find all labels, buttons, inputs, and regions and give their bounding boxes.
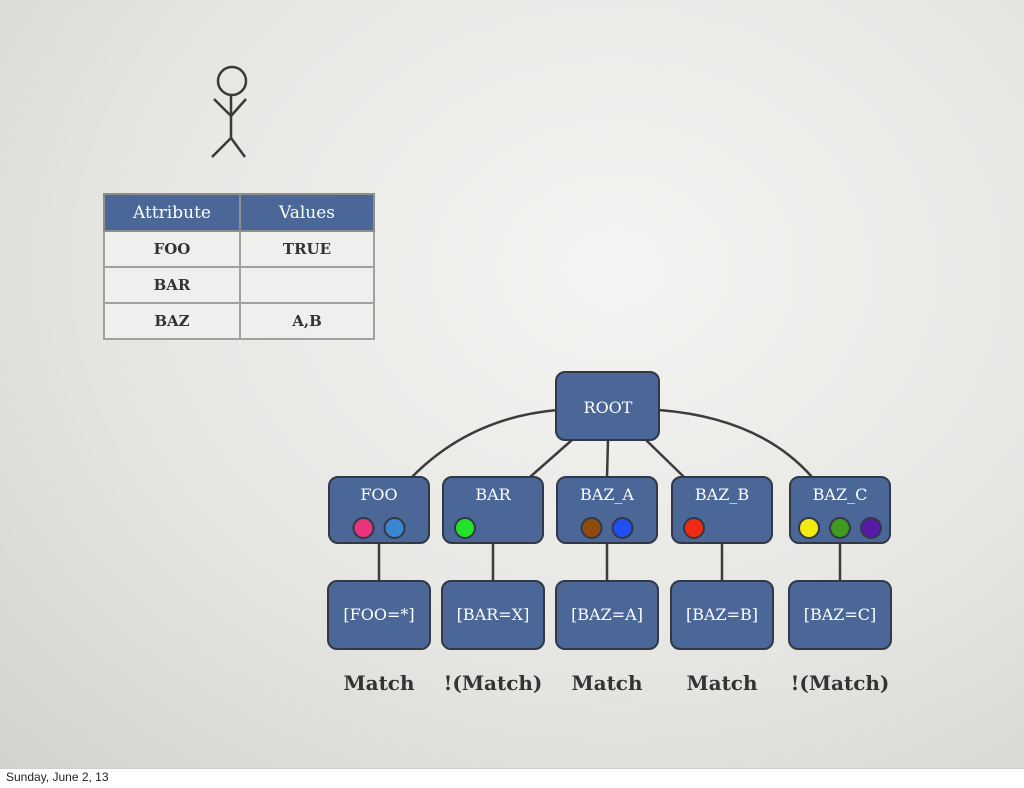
tree-node: BAZ_A bbox=[556, 476, 658, 544]
stick-figure-icon bbox=[211, 65, 248, 158]
leaf-label: [BAZ=C] bbox=[804, 605, 877, 624]
slide: ROOT FOO [FOO=*] Match BAR [BAR=X] !(Match) BA… bbox=[0, 0, 1024, 769]
table-header-row: Attribute Values bbox=[103, 193, 375, 232]
node-label: FOO bbox=[360, 485, 397, 504]
leaf-box bbox=[555, 580, 659, 650]
footer-date: Sunday, June 2, 13 bbox=[6, 770, 109, 784]
table-row: BAZ A,B bbox=[103, 302, 375, 340]
color-dot bbox=[798, 517, 820, 539]
attribute-table: Attribute Values FOO TRUE BAR BAZ A,B bbox=[103, 193, 375, 340]
color-dot bbox=[829, 517, 851, 539]
tree-node: BAZ_B bbox=[671, 476, 773, 544]
node-label: BAZ_C bbox=[813, 485, 868, 504]
edge-root-to-node bbox=[658, 408, 813, 478]
table-row: FOO TRUE bbox=[103, 230, 375, 268]
leaf-label: [BAZ=A] bbox=[571, 605, 643, 624]
edge-root-to-node bbox=[529, 439, 573, 478]
leaf-box bbox=[788, 580, 892, 650]
leaf-box bbox=[327, 580, 431, 650]
node-label: BAZ_A bbox=[580, 485, 634, 504]
leaf-node: [BAZ=C] bbox=[788, 580, 892, 650]
diagram-canvas: ROOT FOO [FOO=*] Match BAR [BAR=X] !(Match) BA… bbox=[211, 65, 892, 695]
tree-node: BAZ_C bbox=[789, 476, 891, 544]
match-result-label: !(Match) bbox=[444, 671, 543, 695]
color-dot bbox=[611, 517, 634, 539]
cell-attribute: BAR bbox=[103, 266, 241, 304]
tree-node: FOO bbox=[328, 476, 430, 544]
color-dot bbox=[383, 517, 406, 539]
node-label: BAZ_B bbox=[695, 485, 749, 504]
color-dot bbox=[683, 517, 705, 539]
tree-node: BAR bbox=[442, 476, 544, 544]
leaf-node: [BAR=X] bbox=[441, 580, 545, 650]
match-result-label: Match bbox=[686, 671, 758, 695]
leaf-label: [FOO=*] bbox=[343, 605, 414, 624]
node-label: BAR bbox=[475, 485, 511, 504]
cell-value: TRUE bbox=[239, 230, 375, 268]
leaf-node: [BAZ=A] bbox=[555, 580, 659, 650]
color-dot bbox=[352, 517, 375, 539]
leaf-label: [BAR=X] bbox=[457, 605, 530, 624]
cell-attribute: FOO bbox=[103, 230, 241, 268]
color-dot bbox=[860, 517, 882, 539]
edge-root-to-node bbox=[645, 439, 685, 478]
cell-value: A,B bbox=[239, 302, 375, 340]
header-attribute: Attribute bbox=[103, 193, 241, 232]
leaf-box bbox=[441, 580, 545, 650]
leaf-label: [BAZ=B] bbox=[686, 605, 758, 624]
match-result-label: Match bbox=[343, 671, 415, 695]
match-result-label: !(Match) bbox=[791, 671, 890, 695]
cell-value bbox=[239, 266, 375, 304]
cell-attribute: BAZ bbox=[103, 302, 241, 340]
header-values: Values bbox=[239, 193, 375, 232]
tree-nodes: FOO [FOO=*] Match BAR [BAR=X] !(Match) BAZ_A [B… bbox=[327, 476, 892, 695]
edge-root-to-node bbox=[411, 408, 558, 478]
leaf-box bbox=[670, 580, 774, 650]
edge-root-to-node bbox=[605, 439, 610, 478]
table-row: BAR bbox=[103, 266, 375, 304]
color-dot bbox=[454, 517, 476, 539]
match-result-label: Match bbox=[571, 671, 643, 695]
root-node-label: ROOT bbox=[584, 398, 633, 417]
tree-edges bbox=[377, 408, 842, 581]
leaf-node: [FOO=*] bbox=[327, 580, 431, 650]
leaf-node: [BAZ=B] bbox=[670, 580, 774, 650]
color-dot bbox=[580, 517, 603, 539]
root-node: ROOT bbox=[555, 371, 660, 441]
